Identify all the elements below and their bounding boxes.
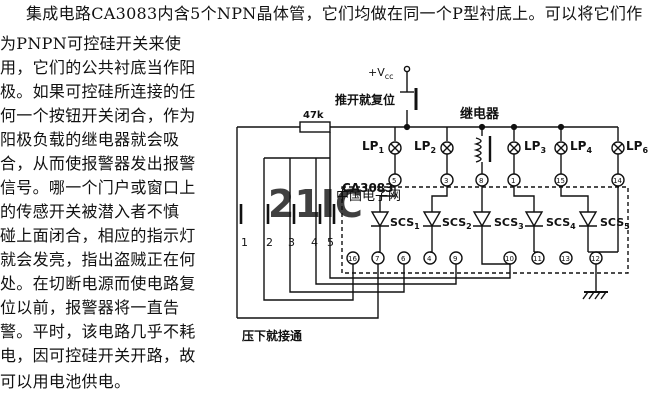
press-label: 压下就接通 [242, 328, 302, 343]
resistor-47k [299, 121, 331, 133]
text-line: 电，因可控硅开关开路，故 [0, 346, 196, 365]
svg-text:9: 9 [453, 255, 457, 263]
ground-icon [582, 291, 608, 300]
supply-terminal [403, 65, 411, 73]
svg-text:14: 14 [613, 177, 622, 185]
pin-bottom: 16 7 6 4 9 10 11 13 12 [346, 251, 603, 265]
svg-text:7: 7 [375, 255, 379, 263]
svg-text:12: 12 [591, 255, 600, 263]
lamp-lp1 [388, 127, 402, 174]
switch-wire [315, 228, 457, 285]
lamp-lp6 [611, 127, 625, 174]
pin-top: 5 3 8 1 15 14 [388, 173, 625, 187]
svg-text:10: 10 [505, 255, 514, 263]
text-line: 为PNPN可控硅开关来使 [0, 34, 182, 53]
text-line: 用，它们的公共衬底当作阳 [0, 58, 196, 77]
switch-wire [263, 228, 354, 301]
scs-label: SCS1 [390, 216, 420, 231]
switch-number: 2 [266, 236, 273, 249]
svg-text:1: 1 [511, 177, 515, 185]
lamp-lp3 [507, 127, 521, 174]
switch-number: 4 [311, 236, 318, 249]
text-line: 可以用电池供电。 [0, 372, 131, 391]
text-line: 碰上面闭合，相应的指示灯 [0, 226, 196, 245]
text-line: 阳极负载的继电器就会吸 [0, 130, 180, 149]
reset-label: 推开就复位 [335, 92, 395, 107]
ic-label: CA3083 [342, 181, 394, 195]
lamp-lp2 [440, 127, 454, 174]
text-line: 合，从而使报警器发出报警 [0, 154, 196, 173]
text-line: 的传感开关被潜入者不慎 [0, 202, 180, 221]
switch-number: 3 [288, 236, 295, 249]
svg-text:6: 6 [401, 255, 406, 263]
svg-text:13: 13 [561, 255, 570, 263]
svg-text:16: 16 [348, 255, 357, 263]
ic-wire [560, 186, 589, 212]
ic-wire [379, 186, 396, 212]
svg-text:5: 5 [392, 177, 396, 185]
ic-wire [481, 252, 510, 265]
push-switch [236, 200, 336, 228]
scs-label: SCS5 [600, 216, 630, 231]
text-line: 何一个按钮开关闭合，作为 [0, 106, 196, 125]
lamp-label: LP1 [362, 139, 384, 155]
text-line: 警。平时，该电路几乎不耗 [0, 322, 196, 341]
svg-text:4: 4 [427, 255, 432, 263]
relay-label: 继电器 [460, 106, 500, 122]
watermark-sub: 中国电子网 [336, 189, 401, 204]
lamp-label: LP3 [524, 139, 546, 155]
lamp-label: LP2 [414, 139, 436, 155]
text-line: 位以前，报警器将一直告 [0, 298, 180, 317]
svg-text:15: 15 [556, 177, 565, 185]
ic-wire [431, 186, 448, 212]
scs-label: SCS3 [494, 216, 524, 231]
resistor-label: 47k [303, 110, 324, 121]
return-wire [237, 264, 379, 319]
lamp-label: LP6 [626, 139, 648, 155]
switch-number: 1 [241, 236, 248, 249]
junction [403, 123, 411, 131]
svg-text:8: 8 [479, 177, 483, 185]
text-line: 信号。哪一个门户或窗口上 [0, 178, 196, 197]
text-line: 就会发亮，指出盗贼正在何 [0, 250, 196, 269]
switch-wire [329, 228, 511, 279]
text-line: 处。在切断电源而使电路复 [0, 274, 196, 293]
ic-ca3083-outline [341, 186, 629, 274]
scs-device [370, 211, 598, 252]
relay-coil [473, 127, 483, 176]
supply-label: +Vcc [368, 66, 394, 81]
scs-label: SCS4 [546, 216, 576, 231]
svg-text:11: 11 [533, 255, 542, 263]
lamp-label: LP4 [570, 139, 592, 155]
text-line: 集成电路CA3083内含5个NPN晶体管，它们均做在同一个P型衬底上。可以将它们… [26, 4, 643, 23]
scs-label: SCS2 [442, 216, 472, 231]
lamp-lp4 [554, 127, 568, 174]
svg-text:3: 3 [444, 177, 448, 185]
text-line: 极。如果可控硅所连接的任 [0, 82, 196, 101]
ic-wire [513, 186, 535, 212]
